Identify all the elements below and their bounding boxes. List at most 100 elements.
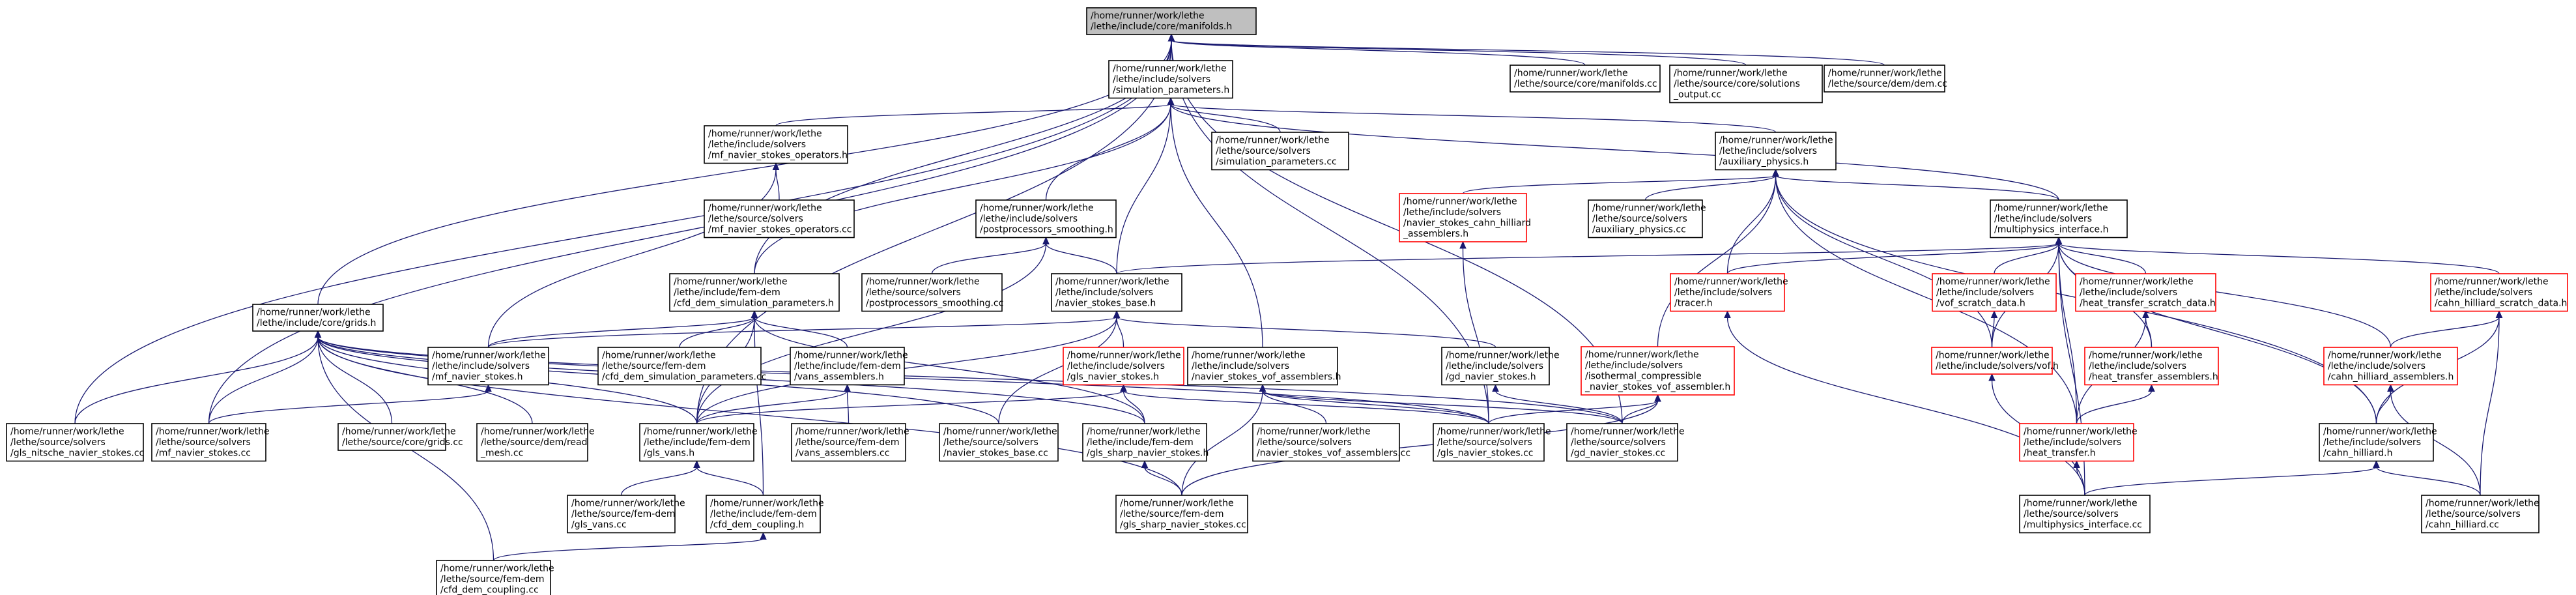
node-label-line: /lethe/include/solvers (2024, 437, 2121, 448)
node-label-line: /home/runner/work/lethe (432, 351, 546, 361)
edge-arrowhead (2148, 384, 2155, 392)
edge-line (1116, 104, 1171, 274)
include-edge (1181, 384, 1267, 496)
node-label-line: /cahn_hilliard.h (2323, 448, 2392, 459)
node-label-line: /lethe/include/solvers (2080, 287, 2177, 298)
file-node[interactable]: /home/runner/work/lethe/lethe/source/sol… (1433, 423, 1551, 462)
file-node[interactable]: /home/runner/work/lethe/lethe/source/dem… (1824, 65, 1947, 93)
node-box (436, 560, 551, 595)
file-node[interactable]: /home/runner/work/lethe/lethe/include/so… (1990, 199, 2128, 239)
file-node[interactable]: /home/runner/work/lethe/lethe/include/so… (1063, 347, 1184, 386)
file-node[interactable]: /home/runner/work/lethe/lethe/source/sol… (6, 423, 144, 462)
node-label-line: /mf_navier_stokes.h (432, 372, 522, 383)
file-node[interactable]: /home/runner/work/lethe/lethe/source/sol… (1252, 423, 1410, 462)
edge-line (1170, 104, 2059, 201)
file-node[interactable]: /home/runner/work/lethe/lethe/include/so… (1931, 347, 2059, 375)
file-node[interactable]: /home/runner/work/lethe/lethe/source/sol… (704, 199, 855, 239)
include-edge (844, 384, 851, 424)
node-label-line: /lethe/include/solvers (1585, 360, 1683, 371)
edge-line (696, 390, 1124, 424)
node-label-line: /lethe/include/solvers (2328, 361, 2426, 371)
file-node[interactable]: /home/runner/work/lethe/lethe/include/fe… (706, 495, 824, 534)
node-box (861, 273, 1003, 312)
file-node[interactable]: /home/runner/work/lethe/lethe/source/cor… (1510, 65, 1661, 93)
edge-arrowhead (1113, 310, 1121, 318)
file-node[interactable]: /home/runner/work/lethe/lethe/source/sol… (939, 423, 1059, 462)
node-label-line: _assemblers.h (1403, 229, 1468, 239)
file-node[interactable]: /home/runner/work/lethe/lethe/include/so… (1187, 347, 1341, 386)
node-box (2019, 423, 2134, 462)
file-node[interactable]: /home/runner/work/lethe/lethe/include/fe… (790, 347, 908, 386)
file-node[interactable]: /home/runner/work/lethe/lethe/source/sol… (1211, 132, 1349, 171)
node-label-line: /cahn_hilliard.cc (2426, 520, 2499, 530)
file-node[interactable]: /home/runner/work/lethe/lethe/include/fe… (669, 273, 840, 312)
node-label-line: /lethe/source/solvers (1216, 146, 1311, 156)
file-node[interactable]: /home/runner/work/lethe/lethe/include/so… (2019, 423, 2138, 462)
node-label-line: /home/runner/work/lethe (1446, 351, 1560, 361)
include-edge (487, 310, 1121, 348)
file-node[interactable]: /home/runner/work/lethe/lethe/include/so… (1670, 273, 1788, 312)
node-label-line: /heat_transfer_assemblers.h (2089, 372, 2218, 383)
include-edge (2055, 237, 2377, 424)
file-node[interactable]: /home/runner/work/lethe/lethe/source/sol… (2019, 495, 2151, 534)
file-node[interactable]: /home/runner/work/lethe/lethe/source/cor… (1669, 65, 1823, 104)
node-label-line: /lethe/include/solvers (1994, 214, 2092, 224)
edge-line (2390, 317, 2500, 348)
edge-line (1775, 175, 2059, 201)
file-node[interactable]: /home/runner/work/lethe/lethe/source/fem… (567, 495, 685, 534)
edge-arrowhead (1724, 310, 1731, 318)
file-node[interactable]: /home/runner/work/lethe/lethe/include/so… (2084, 347, 2219, 386)
file-node[interactable]: /home/runner/work/lethe/lethe/include/so… (2323, 347, 2458, 386)
node-label-line: /lethe/include/solvers (2323, 437, 2421, 448)
file-node[interactable]: /home/runner/work/lethe/lethe/include/so… (2075, 273, 2216, 312)
file-node[interactable]: /home/runner/work/lethe/lethe/include/so… (2319, 423, 2437, 462)
node-label-line: /heat_transfer.h (2024, 448, 2096, 459)
node-box (1932, 273, 2057, 312)
file-node[interactable]: /home/runner/work/lethe/lethe/source/fem… (597, 347, 766, 386)
file-node[interactable]: /home/runner/work/lethe/lethe/include/so… (1108, 60, 1233, 99)
node-box (2084, 347, 2219, 386)
node-label-line: /home/runner/work/lethe (708, 203, 822, 214)
nodes-layer: /home/runner/work/lethe/lethe/include/co… (6, 7, 2568, 595)
file-node[interactable]: /home/runner/work/lethe/lethe/include/so… (427, 347, 549, 386)
file-node[interactable]: /home/runner/work/lethe/lethe/include/so… (1399, 193, 1531, 242)
edge-line (1644, 175, 1777, 201)
edge-arrowhead (1654, 394, 1661, 402)
file-node[interactable]: /home/runner/work/lethe/lethe/include/so… (1932, 273, 2057, 312)
include-edge (1492, 384, 1623, 424)
file-node[interactable]: /home/runner/work/lethe/lethe/source/fem… (436, 560, 554, 595)
file-node[interactable]: /home/runner/work/lethe/lethe/source/dem… (476, 423, 595, 462)
file-node[interactable]: /home/runner/work/lethe/lethe/include/so… (704, 125, 848, 164)
file-node[interactable]: /home/runner/work/lethe/lethe/include/fe… (639, 423, 758, 462)
file-node[interactable]: /home/runner/work/lethe/lethe/include/so… (1715, 132, 1837, 171)
node-box (1588, 199, 1703, 239)
edge-line (1726, 317, 2085, 496)
file-node[interactable]: /home/runner/work/lethe/lethe/include/fe… (1082, 423, 1209, 462)
file-node[interactable]: /home/runner/work/lethe/lethe/source/sol… (151, 423, 270, 462)
node-label-line: /home/runner/work/lethe (644, 427, 758, 437)
file-node[interactable]: /home/runner/work/lethe/lethe/source/cor… (337, 423, 463, 451)
node-label-line: /lethe/source/fem-dem (571, 509, 676, 519)
file-node[interactable]: /home/runner/work/lethe/lethe/include/so… (1441, 347, 1560, 386)
file-node[interactable]: /home/runner/work/lethe/lethe/source/sol… (2421, 495, 2540, 534)
include-edge (208, 330, 322, 424)
file-node[interactable]: /home/runner/work/lethe/lethe/include/so… (975, 199, 1117, 239)
include-edge (487, 162, 780, 348)
file-node[interactable]: /home/runner/work/lethe/lethe/source/sol… (861, 273, 1003, 312)
file-node[interactable]: /home/runner/work/lethe/lethe/source/fem… (1115, 495, 1248, 534)
file-node[interactable]: /home/runner/work/lethe/lethe/include/so… (1581, 346, 1735, 396)
node-label-line: /home/runner/work/lethe (2435, 277, 2549, 287)
node-label-line: /home/runner/work/lethe (1120, 499, 1234, 509)
edge-line (1462, 175, 1777, 194)
node-label-line: /lethe/include/fem-dem (674, 287, 780, 298)
file-node[interactable]: /home/runner/work/lethe/lethe/source/fem… (791, 423, 909, 462)
file-node[interactable]: /home/runner/work/lethe/lethe/include/so… (2430, 273, 2568, 312)
file-node[interactable]: /home/runner/work/lethe/lethe/include/co… (252, 304, 384, 332)
edge-line (1170, 103, 1777, 133)
node-box (6, 423, 144, 462)
include-edge (1167, 33, 1747, 66)
file-node[interactable]: /home/runner/work/lethe/lethe/include/so… (1051, 273, 1182, 312)
file-node[interactable]: /home/runner/work/lethe/lethe/source/sol… (1566, 423, 1685, 462)
node-label-line: /cfd_dem_coupling.cc (440, 585, 539, 595)
file-node[interactable]: /home/runner/work/lethe/lethe/source/sol… (1588, 199, 1706, 239)
